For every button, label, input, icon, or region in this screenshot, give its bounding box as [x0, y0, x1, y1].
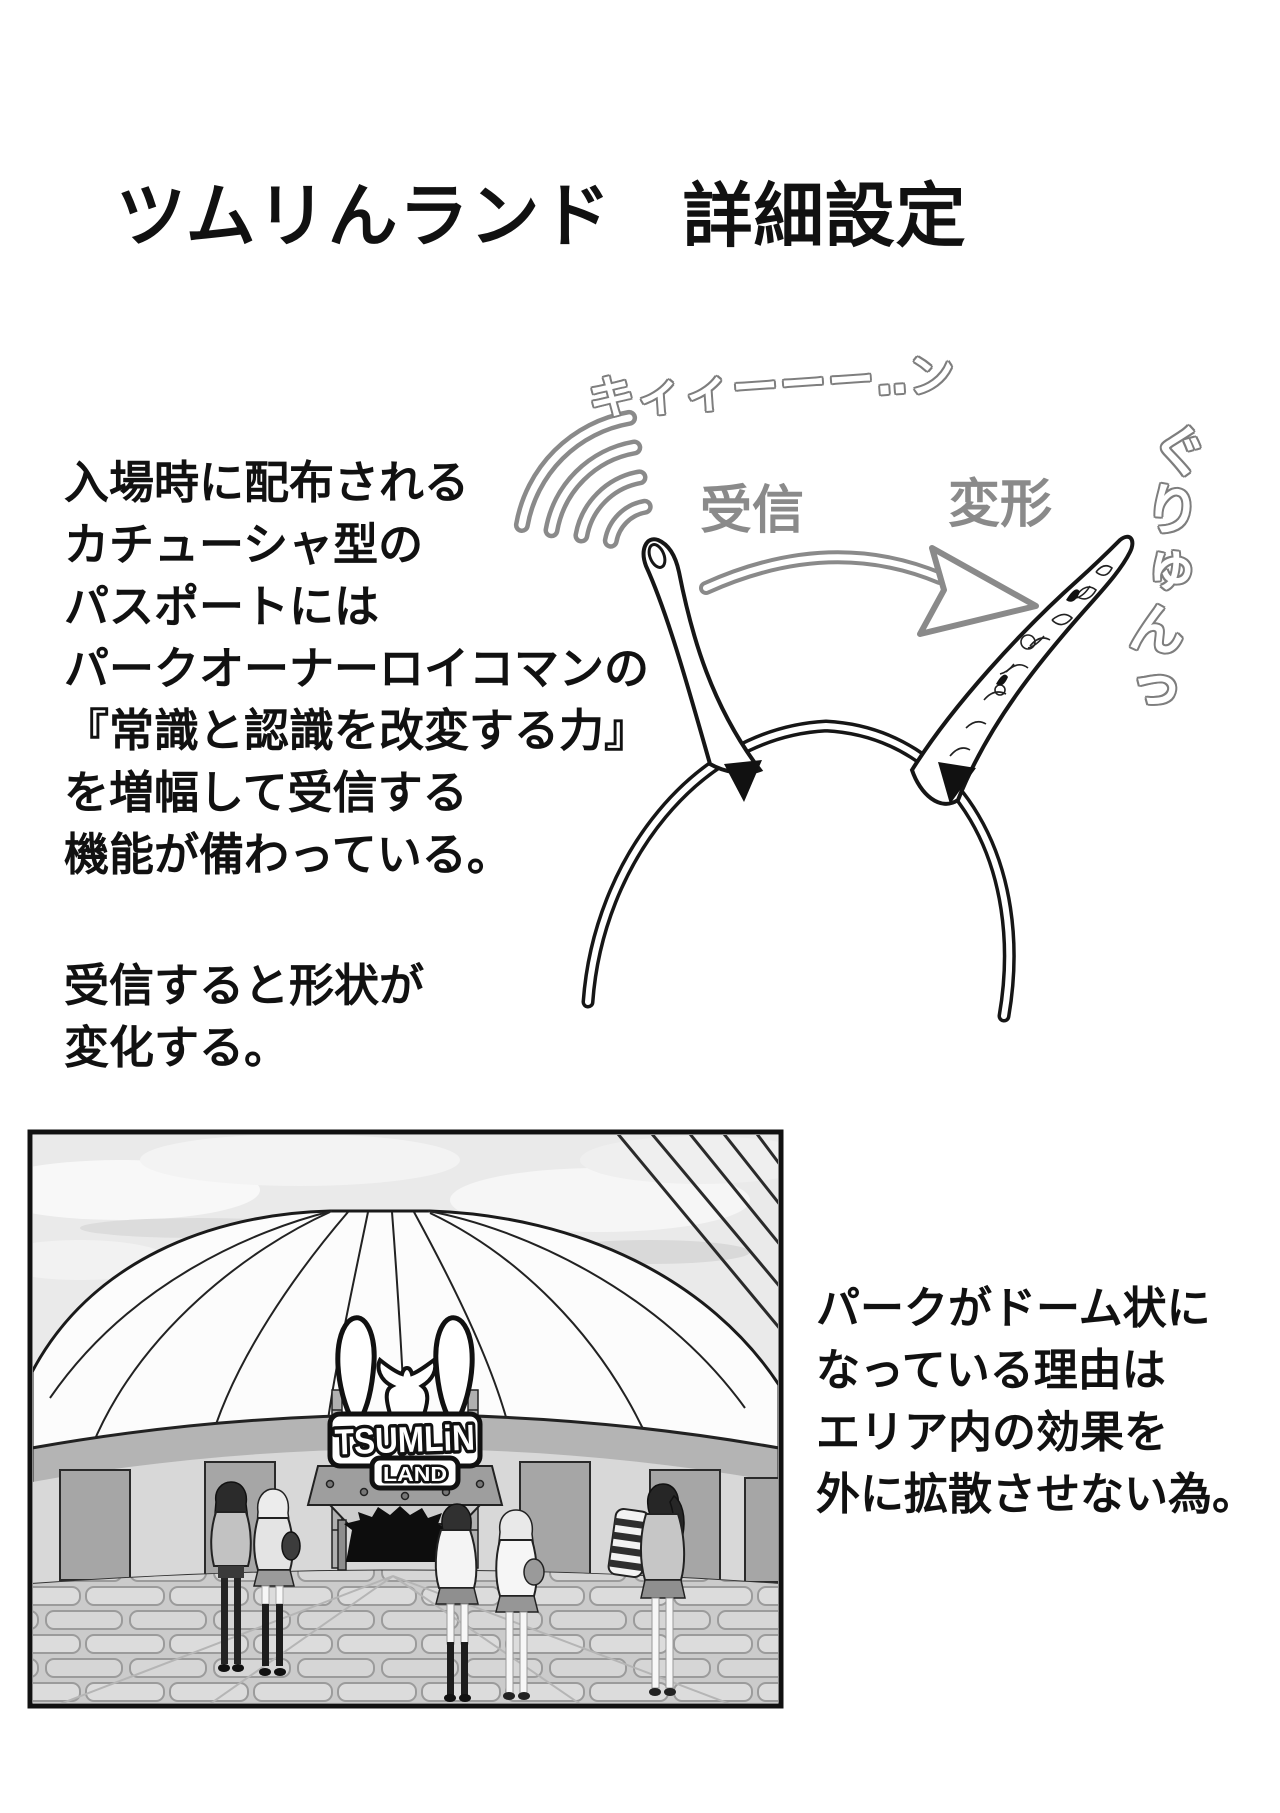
page-title: ツムリんランド 詳細設定	[116, 177, 967, 255]
clouds	[33, 1135, 778, 1280]
dome	[33, 1209, 778, 1454]
entrance-opening	[344, 1506, 450, 1562]
intro-line: カチューシャ型の	[64, 519, 424, 570]
panel-border	[27, 1129, 784, 1709]
shoulder-bag	[281, 1531, 301, 1561]
visitor-2	[253, 1488, 301, 1676]
transform-label: 変形	[948, 476, 1053, 534]
dome-note-line: なっている理由は	[816, 1346, 1166, 1395]
receive-label: 受信	[700, 482, 805, 540]
intro-line: パークオーナーロイコマンの	[64, 643, 650, 694]
reception-note: 受信すると形状が 変化する。	[64, 955, 424, 1079]
right-horn-mount	[938, 762, 976, 804]
reception-note-line: 変化する。	[64, 1022, 290, 1073]
dome-note-line: パークがドーム状に	[816, 1284, 1211, 1333]
intro-line: 『常識と認識を改変する力』	[64, 705, 650, 756]
arrow-icon	[699, 545, 1039, 637]
dome-note: パークがドーム状に なっている理由は エリア内の効果を 外に拡散させない為。	[816, 1278, 1256, 1526]
visitor-3	[434, 1503, 479, 1702]
intro-line: を増幅して受信する	[64, 767, 468, 818]
logo-subplate	[369, 1455, 461, 1491]
reception-note-line: 受信すると形状が	[64, 960, 425, 1011]
park-panel: TSUMLiN LAND	[27, 1129, 784, 1709]
visitor-1	[210, 1481, 252, 1672]
intro-line: 入場時に配布される	[64, 457, 470, 508]
visitor-5	[607, 1483, 686, 1696]
logo-text-sub: LAND	[383, 1464, 447, 1486]
horn-texture	[949, 564, 1114, 757]
intro-text: 入場時に配布される カチューシャ型の パスポートには パークオーナーロイコマンの…	[64, 452, 649, 886]
park-logo: TSUMLiN LAND	[327, 1315, 483, 1491]
wifi-icon	[513, 409, 653, 549]
mascot-icon	[376, 1356, 438, 1422]
visitor-4	[495, 1509, 545, 1700]
left-horn-mount	[724, 760, 762, 802]
headband-band	[581, 719, 1016, 1023]
dome-note-line: エリア内の効果を	[816, 1408, 1168, 1457]
bracket-rivets	[325, 1479, 485, 1501]
logo-ear-right	[433, 1315, 475, 1423]
intro-line: 機能が備わっている。	[64, 829, 512, 880]
logo-ear-left	[335, 1315, 377, 1423]
headband-illustration	[513, 409, 1135, 1023]
intro-line: パスポートには	[64, 581, 380, 632]
dome-note-line: 外に拡散させない為。	[816, 1470, 1256, 1519]
left-horn	[641, 537, 764, 775]
entrance-post-left	[337, 1519, 347, 1571]
shoulder-bag	[523, 1558, 545, 1586]
beam-lines	[616, 1135, 778, 1329]
right-horn	[909, 534, 1135, 806]
